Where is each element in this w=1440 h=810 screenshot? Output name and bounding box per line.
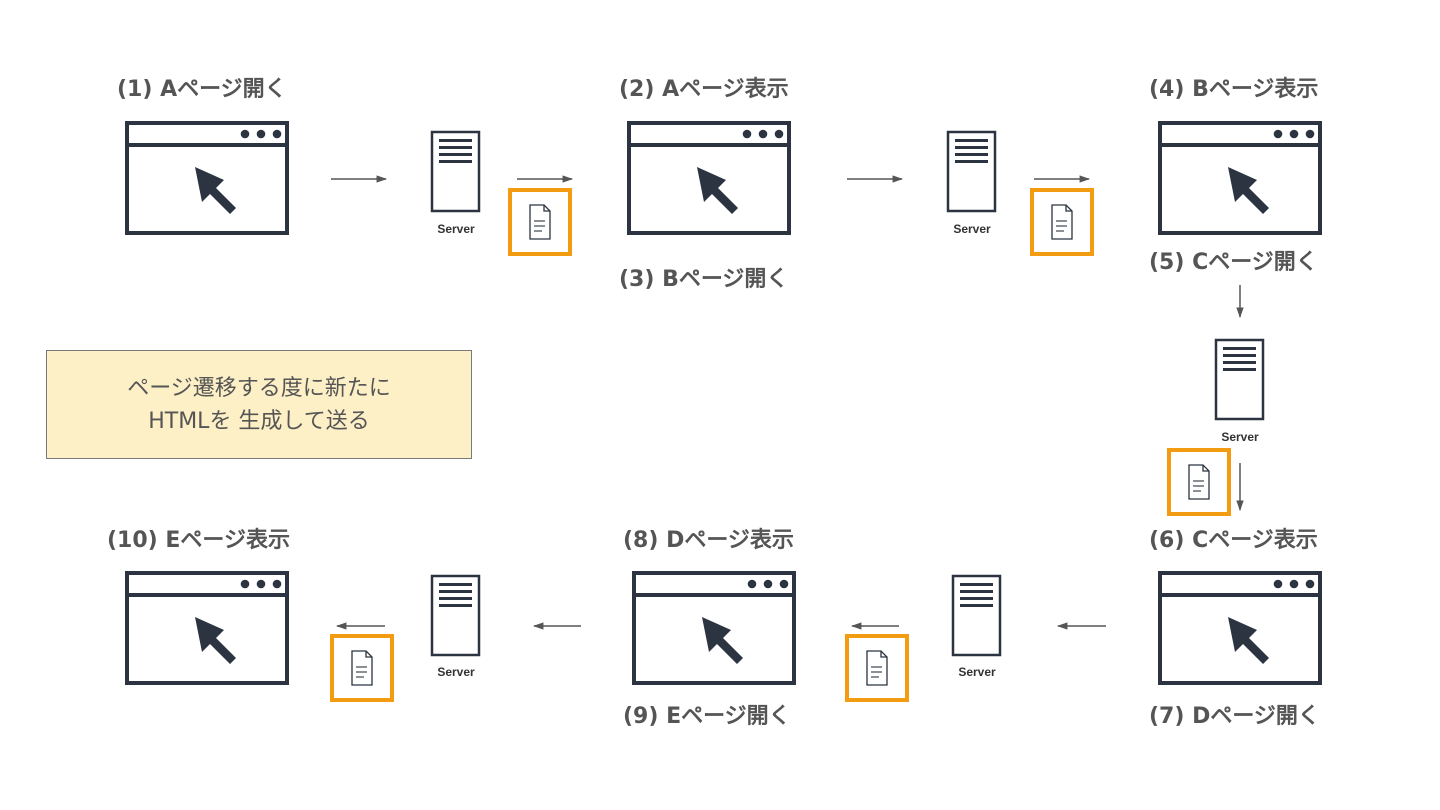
step-label-7: (7) Dページ開く <box>1149 704 1320 729</box>
step-label-2: (2) Aページ表示 <box>619 77 789 102</box>
browser-window-icon <box>632 571 796 685</box>
note-line-1: ページ遷移する度に新たに <box>127 375 391 401</box>
browser-window-icon <box>1158 571 1322 685</box>
server-icon <box>951 574 1002 657</box>
html-document-icon <box>1030 188 1094 256</box>
browser-window-icon <box>627 121 791 235</box>
note-line-2: HTMLを 生成して送る <box>148 408 370 434</box>
browser-window-icon <box>125 571 289 685</box>
html-document-icon <box>330 634 394 702</box>
html-document-icon <box>1167 448 1231 516</box>
server-label: Server <box>1221 430 1259 444</box>
browser-window-icon <box>1158 121 1322 235</box>
html-document-icon <box>845 634 909 702</box>
step-label-4: (4) Bページ表示 <box>1149 77 1319 102</box>
server-label: Server <box>953 222 991 236</box>
browser-window-icon <box>125 121 289 235</box>
note-box: ページ遷移する度に新たに HTMLを 生成して送る <box>46 350 472 459</box>
server-label: Server <box>437 222 475 236</box>
server-icon <box>946 130 997 213</box>
step-label-10: (10) Eページ表示 <box>107 528 290 553</box>
step-label-9: (9) Eページ開く <box>623 704 791 729</box>
server-icon <box>430 574 481 657</box>
server-label: Server <box>958 665 996 679</box>
step-label-5: (5) Cページ開く <box>1149 250 1318 275</box>
step-label-1: (1) Aページ開く <box>117 77 287 102</box>
html-document-icon <box>508 188 572 256</box>
step-label-3: (3) Bページ開く <box>619 267 789 292</box>
server-label: Server <box>437 665 475 679</box>
step-label-8: (8) Dページ表示 <box>623 528 794 553</box>
server-icon <box>1214 338 1265 421</box>
server-icon <box>430 130 481 213</box>
step-label-6: (6) Cページ表示 <box>1149 528 1318 553</box>
